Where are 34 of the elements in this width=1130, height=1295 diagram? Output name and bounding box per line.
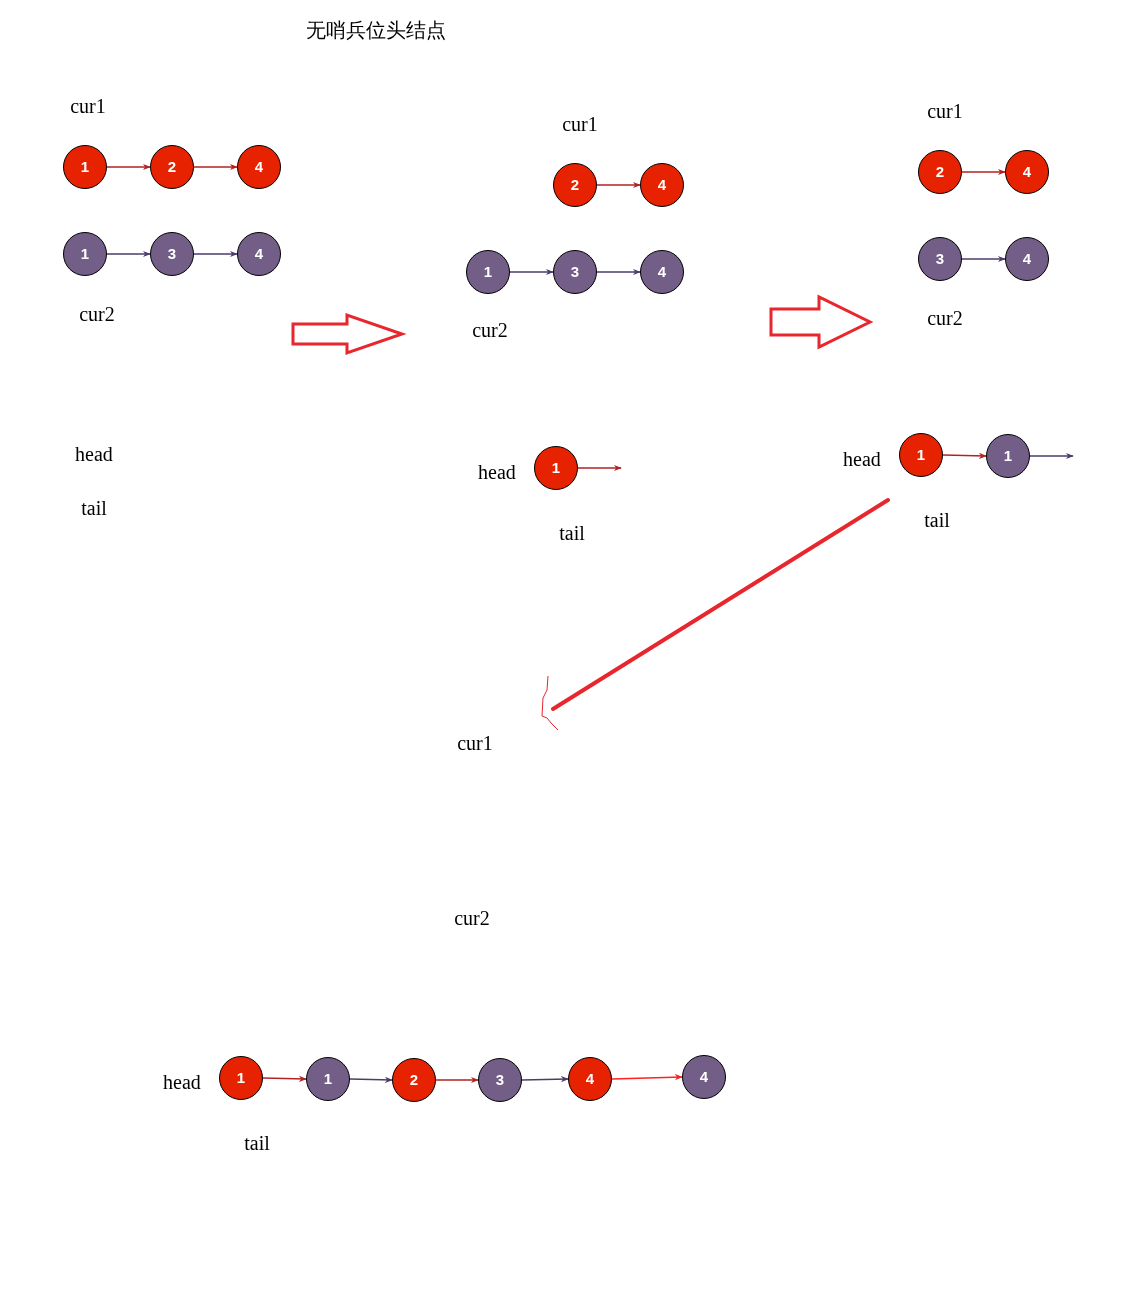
arrow [106, 163, 151, 171]
arrow [577, 464, 622, 472]
arrow [961, 255, 1006, 263]
pointer-label: tail [81, 498, 107, 518]
arrow [193, 250, 238, 258]
pointer-label: tail [244, 1133, 270, 1153]
pointer-label: head [478, 462, 516, 482]
pointer-label: tail [924, 510, 950, 530]
pointer-label: cur2 [927, 308, 963, 328]
arrow [1029, 452, 1074, 460]
arrow [521, 1075, 569, 1083]
pointer-label: head [163, 1072, 201, 1092]
arrow [106, 250, 151, 258]
pointer-label: cur1 [70, 96, 106, 116]
title: 无哨兵位头结点 [306, 20, 446, 40]
pointer-label: tail [559, 523, 585, 543]
pointer-label: cur1 [927, 101, 963, 121]
arrow [262, 1075, 307, 1083]
pointer-label: cur1 [457, 733, 493, 753]
arrow [596, 181, 641, 189]
pointer-label: cur2 [454, 908, 490, 928]
pointer-label: head [843, 449, 881, 469]
arrow [509, 268, 554, 276]
pointer-label: cur2 [79, 304, 115, 324]
arrow [611, 1074, 683, 1081]
arrow [435, 1076, 479, 1084]
arrow [193, 163, 238, 171]
arrow [349, 1076, 393, 1084]
pointer-label: head [75, 444, 113, 464]
arrow [942, 452, 987, 460]
pointer-label: cur2 [472, 320, 508, 340]
arrow [961, 168, 1006, 176]
pointer-label: cur1 [562, 114, 598, 134]
arrow [596, 268, 641, 276]
